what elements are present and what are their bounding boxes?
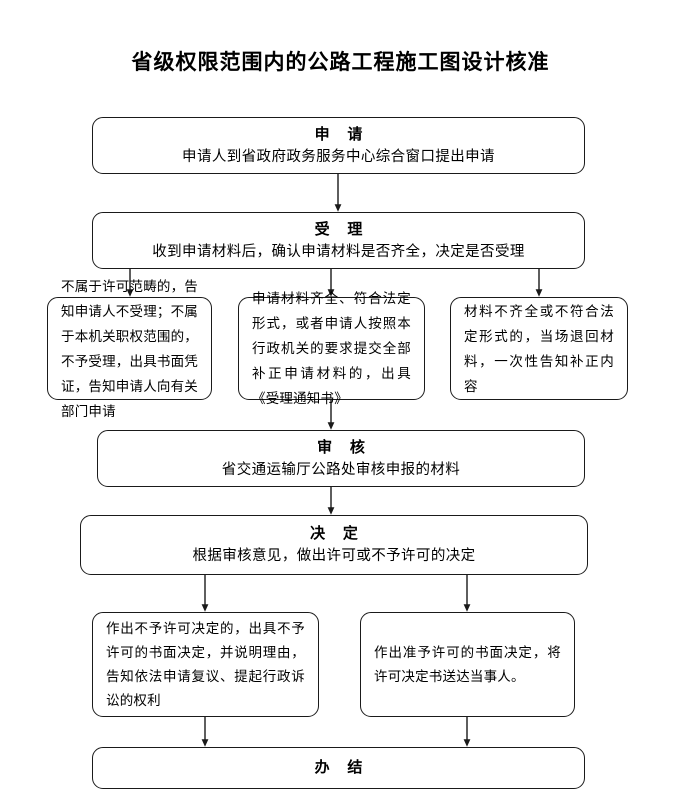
node-apply-description: 申请人到省政府政务服务中心综合窗口提出申请 (182, 148, 495, 165)
node-result-granted: 作出准予许可的书面决定，将许可决定书送达当事人。 (360, 612, 575, 717)
node-branch-returned: 材料不齐全或不符合法定形式的，当场退回材料，一次性告知补正内容 (450, 297, 628, 400)
node-branch-not-accepted-text: 不属于许可范畴的，告知申请人不受理；不属于本机关职权范围的，不予受理，出具书面凭… (61, 278, 198, 419)
node-decide: 决 定 根据审核意见，做出许可或不予许可的决定 (80, 515, 588, 575)
node-finish: 办 结 (92, 747, 585, 789)
node-result-granted-text: 作出准予许可的书面决定，将许可决定书送达当事人。 (374, 644, 561, 684)
page-title: 省级权限范围内的公路工程施工图设计核准 (131, 50, 550, 74)
node-finish-title: 办 结 (314, 760, 370, 776)
node-review: 审 核 省交通运输厅公路处审核申报的材料 (97, 430, 585, 487)
node-apply: 申 请 申请人到省政府政务服务中心综合窗口提出申请 (92, 117, 585, 174)
node-result-denied-text: 作出不予许可决定的，出具不予许可的书面决定，并说明理由，告知依法申请复议、提起行… (106, 620, 305, 708)
node-accept-description: 收到申请材料后，确认申请材料是否齐全，决定是否受理 (152, 243, 525, 260)
node-review-title: 审 核 (317, 439, 372, 456)
node-branch-returned-text: 材料不齐全或不符合法定形式的，当场退回材料，一次性告知补正内容 (464, 303, 614, 394)
node-decide-title: 决 定 (310, 526, 365, 542)
node-branch-accepted: 申请材料齐全、符合法定形式，或者申请人按照本行政机关的要求提交全部补正申请材料的… (238, 291, 425, 406)
node-apply-title: 申 请 (314, 126, 370, 143)
node-result-denied: 作出不予许可决定的，出具不予许可的书面决定，并说明理由，告知依法申请复议、提起行… (92, 612, 319, 717)
node-branch-not-accepted: 不属于许可范畴的，告知申请人不受理；不属于本机关职权范围的，不予受理，出具书面凭… (47, 279, 212, 419)
node-review-description: 省交通运输厅公路处审核申报的材料 (221, 461, 461, 478)
node-accept-title: 受 理 (314, 221, 370, 238)
node-decide-description: 根据审核意见，做出许可或不予许可的决定 (192, 548, 476, 564)
node-accept: 受 理 收到申请材料后，确认申请材料是否齐全，决定是否受理 (92, 212, 585, 269)
node-branch-accepted-text: 申请材料齐全、符合法定形式，或者申请人按照本行政机关的要求提交全部补正申请材料的… (252, 291, 411, 406)
